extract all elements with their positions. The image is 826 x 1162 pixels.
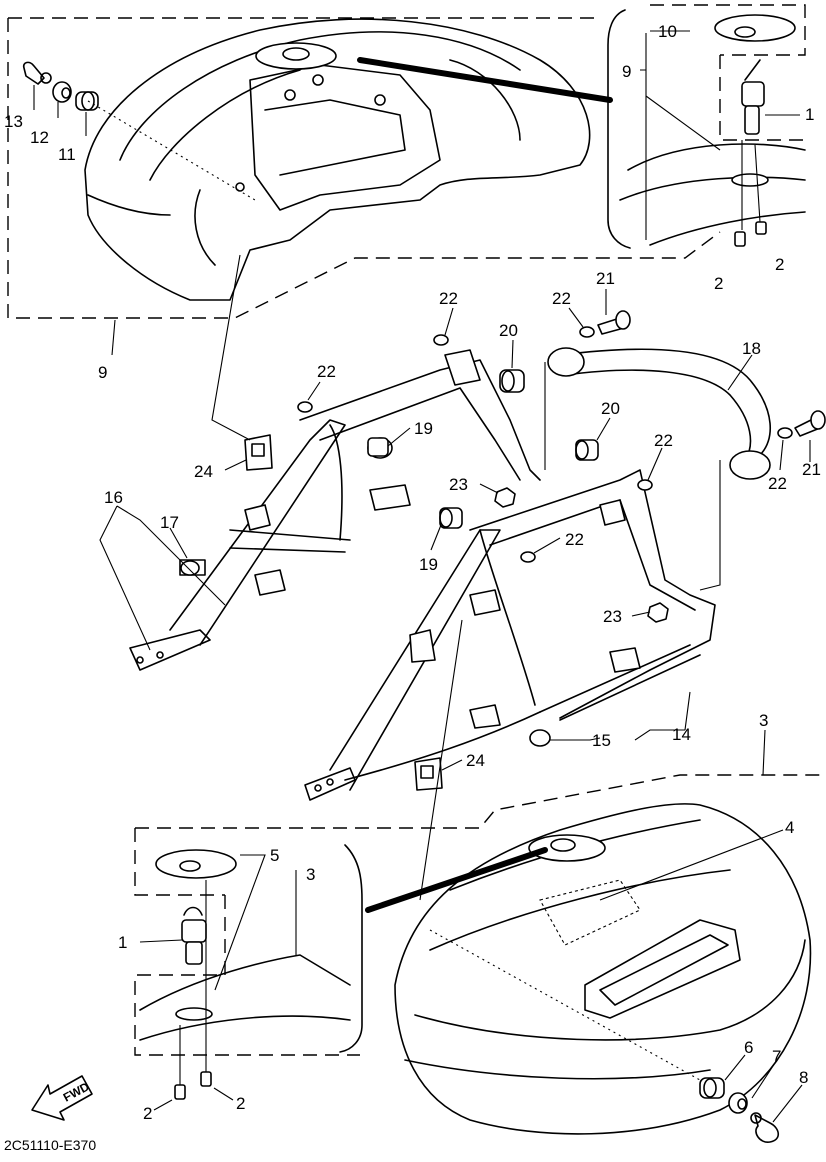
callout-14: 14	[672, 725, 691, 744]
screw-2-upper	[734, 221, 767, 247]
collar-7	[728, 1092, 748, 1114]
callout-16: 16	[104, 488, 123, 507]
spacer-19-upper	[367, 437, 393, 459]
diagram-code: 2C51110-E370	[4, 1137, 96, 1153]
callout-2-upper-b: 2	[775, 255, 784, 274]
screw-2-lower	[174, 1071, 212, 1100]
callout-22-f: 22	[768, 474, 787, 493]
washer-22-c	[579, 326, 595, 338]
callout-21-upper: 21	[596, 269, 615, 288]
cap-15	[529, 729, 551, 747]
callout-9-inset: 9	[622, 62, 631, 81]
callout-13: 13	[4, 112, 23, 131]
callout-1-lower: 1	[118, 933, 127, 952]
callout-3-inset: 3	[306, 865, 315, 884]
callout-11: 11	[58, 145, 76, 164]
callout-10: 10	[658, 22, 677, 41]
callout-19-upper: 19	[414, 419, 433, 438]
clip-8	[750, 1112, 780, 1143]
callout-5: 5	[270, 846, 279, 865]
nut-23-b	[647, 602, 669, 623]
washer-22-a	[433, 334, 449, 346]
callout-22-a: 22	[439, 289, 458, 308]
callout-22-c: 22	[317, 362, 336, 381]
callout-2-lower-a: 2	[143, 1104, 152, 1123]
leader-lines	[33, 30, 811, 1123]
callout-21-lower: 21	[802, 460, 821, 479]
left-support-frame-16	[129, 349, 541, 671]
callout-1-upper: 1	[805, 105, 814, 124]
callout-2-upper-a: 2	[714, 274, 723, 293]
spacer-20-lower	[575, 439, 599, 461]
upper-lock-inset	[607, 4, 806, 249]
callout-3-frame: 3	[759, 711, 768, 730]
callout-19-lower: 19	[419, 555, 438, 574]
lower-saddlebag-3	[135, 774, 825, 1135]
grommet-11	[75, 91, 99, 111]
spacer-20-upper	[499, 369, 525, 393]
callout-2-lower-b: 2	[236, 1094, 245, 1113]
cap-17	[180, 560, 200, 576]
washer-22-e	[637, 479, 653, 491]
callout-20-upper: 20	[499, 321, 518, 340]
washer-22-b	[297, 401, 313, 413]
callout-22-d: 22	[654, 431, 673, 450]
callout-7: 7	[772, 1047, 781, 1066]
callout-23-lower: 23	[603, 607, 622, 626]
clip-13	[22, 61, 52, 85]
callout-18: 18	[742, 339, 761, 358]
lower-lock-inset	[134, 828, 363, 1085]
bolt-21-b	[794, 410, 826, 437]
right-support-frame-14	[304, 469, 716, 801]
bolt-21-a	[597, 310, 631, 335]
callout-22-e: 22	[565, 530, 584, 549]
nut-23-a	[494, 487, 516, 508]
callout-9-upper-bag: 9	[98, 363, 107, 382]
washer-22-f	[520, 551, 536, 563]
callout-8: 8	[799, 1068, 808, 1087]
callout-22-b: 22	[552, 289, 571, 308]
callout-6: 6	[744, 1038, 753, 1057]
callout-24-upper: 24	[194, 462, 213, 481]
callout-4: 4	[785, 818, 794, 837]
upper-saddlebag-9	[7, 17, 721, 319]
callout-17: 17	[160, 513, 179, 532]
grommet-6	[699, 1077, 725, 1099]
spacer-19-lower	[439, 507, 463, 529]
bracket-24-upper	[244, 434, 273, 471]
callout-12: 12	[30, 128, 49, 147]
bracket-24-lower	[414, 757, 443, 791]
callout-15: 15	[592, 731, 611, 750]
callout-23-upper: 23	[449, 475, 468, 494]
collar-12	[52, 81, 72, 103]
guard-rail-18	[547, 347, 771, 480]
washer-22-d	[777, 427, 793, 439]
fwd-arrow-icon: FWD	[31, 1075, 93, 1121]
callout-24-lower: 24	[466, 751, 485, 770]
callout-20-lower: 20	[601, 399, 620, 418]
